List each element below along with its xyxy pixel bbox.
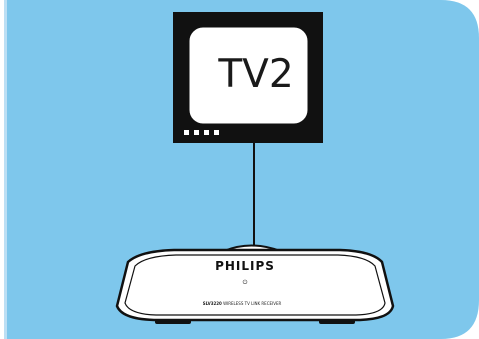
- receiver-model-label: SLV3220 WIRELESS TV LINK RECEIVER: [172, 301, 312, 306]
- diagram-canvas: [4, 0, 479, 339]
- left-stripe: [4, 0, 7, 339]
- receiver-brand-logo: PHILIPS: [205, 259, 285, 273]
- tv-indicator-dot: [184, 130, 189, 135]
- tv-screen-label: TV2: [204, 55, 308, 95]
- tv-indicator-dot: [214, 130, 219, 135]
- power-indicator-icon: ⏻: [240, 279, 250, 287]
- tv-indicator-dot: [204, 130, 209, 135]
- receiver-model-description: WIRELESS TV LINK RECEIVER: [223, 301, 281, 306]
- receiver-model-number: SLV3220: [203, 301, 222, 306]
- tv-indicator-dot: [194, 130, 199, 135]
- diagram-panel: [4, 0, 479, 339]
